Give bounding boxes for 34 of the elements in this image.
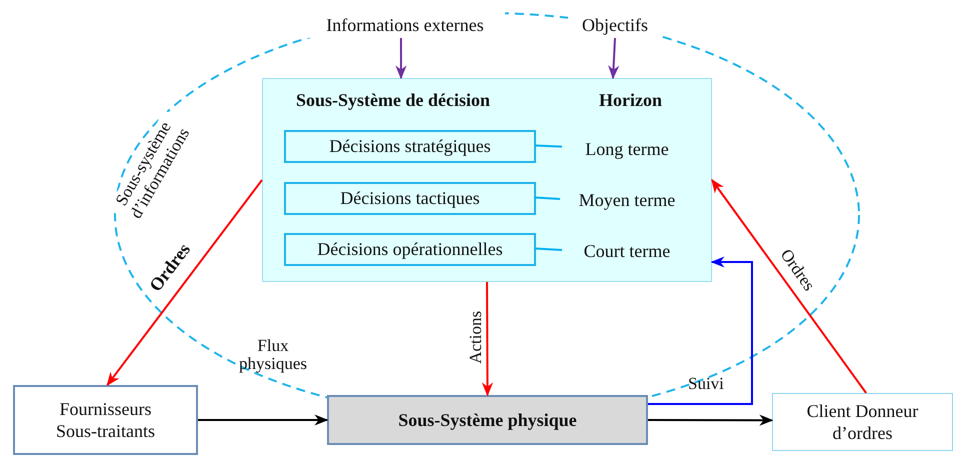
- column-heading: Horizon: [599, 89, 662, 112]
- decision-box: [284, 130, 536, 163]
- box-label: Client Donneur d’ordres: [806, 400, 920, 444]
- box-label: Sous-Système physique: [398, 408, 577, 432]
- arrow: [648, 256, 753, 405]
- arrow: [482, 282, 494, 396]
- supplier-box: [13, 385, 198, 455]
- arrow: [198, 414, 328, 426]
- label-text: Objectifs: [582, 14, 648, 36]
- arrow: [648, 414, 774, 426]
- connector-line: [534, 144, 562, 148]
- connector-line: [534, 248, 562, 251]
- arrow: [608, 38, 620, 80]
- label-text: Long terme: [585, 138, 669, 160]
- box-label: Décisions stratégiques: [329, 135, 491, 158]
- label-text: Moyen terme: [578, 188, 676, 212]
- arrow: [711, 178, 867, 394]
- edge-label: Suivi: [687, 374, 725, 394]
- box-label: Décisions opérationnelles: [317, 238, 503, 261]
- box-label: Fournisseurs Sous-traitants: [55, 398, 156, 442]
- arrow: [395, 38, 407, 80]
- edge-label: Flux physiques: [238, 336, 308, 374]
- box-label: Décisions tactiques: [340, 187, 480, 210]
- edge-label: Actions: [466, 309, 486, 366]
- label-text: Informations externes: [326, 14, 484, 36]
- client-box: [772, 393, 953, 451]
- panel-heading: Sous-Système de décision: [296, 89, 490, 112]
- physical-system-box: [327, 395, 648, 445]
- connector-line: [534, 196, 560, 200]
- decision-box: [284, 182, 536, 215]
- label-text: Court terme: [584, 240, 670, 262]
- decision-box: [284, 233, 536, 266]
- decision-panel: [262, 78, 712, 282]
- arrow: [106, 179, 263, 386]
